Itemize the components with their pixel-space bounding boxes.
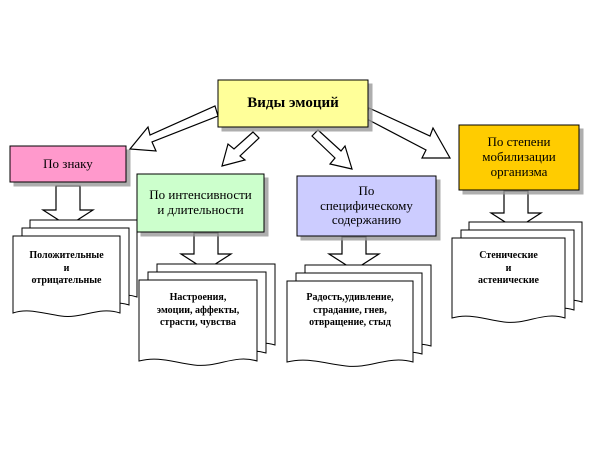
category-content-box: По специфическому содержанию xyxy=(297,176,436,236)
down-arrow-intensity xyxy=(178,232,234,271)
category-sign-box: По знаку xyxy=(10,146,126,182)
doc-stack-sign xyxy=(12,219,138,317)
intensity-box-bg xyxy=(136,173,265,233)
arrow-to-mobilization xyxy=(364,107,452,159)
examples-sign: Положительные и отрицательные xyxy=(29,250,104,286)
category-mobilization-box: По степени мобилизации организма xyxy=(459,125,579,190)
arrow-to-content xyxy=(311,129,353,170)
arrow-to-intensity xyxy=(221,131,260,167)
category-intensity-label: По интенсивности и длительности xyxy=(149,187,252,217)
examples-content: Радость,удивление, страдание, гнев, отвр… xyxy=(306,292,394,328)
title-box: Виды эмоций xyxy=(218,80,368,127)
examples-intensity: Настроения, эмоции, аффекты, страсти, чу… xyxy=(156,292,240,328)
down-arrow-sign xyxy=(40,185,96,227)
title-box-bg xyxy=(217,79,369,128)
down-arrow-mobilization xyxy=(488,190,544,230)
category-sign-label: По знаку xyxy=(43,155,93,171)
doc-stack-mobilization xyxy=(451,221,583,323)
down-arrow-content xyxy=(326,236,382,271)
category-mobilization-label: По степени мобилизации организма xyxy=(482,134,556,179)
doc-stack-intensity xyxy=(138,263,276,366)
doc-stack-content xyxy=(286,264,432,367)
diagram-title: Виды эмоций xyxy=(247,94,339,111)
examples-mobilization: Стенические и астенические xyxy=(478,250,539,286)
content-box-bg xyxy=(296,175,437,237)
sign-box-bg xyxy=(9,145,127,183)
mobilization-box-bg xyxy=(458,124,580,191)
category-intensity-box: По интенсивности и длительности xyxy=(137,174,264,232)
category-content-label: По специфическому содержанию xyxy=(320,182,413,228)
arrow-to-sign xyxy=(128,105,219,152)
